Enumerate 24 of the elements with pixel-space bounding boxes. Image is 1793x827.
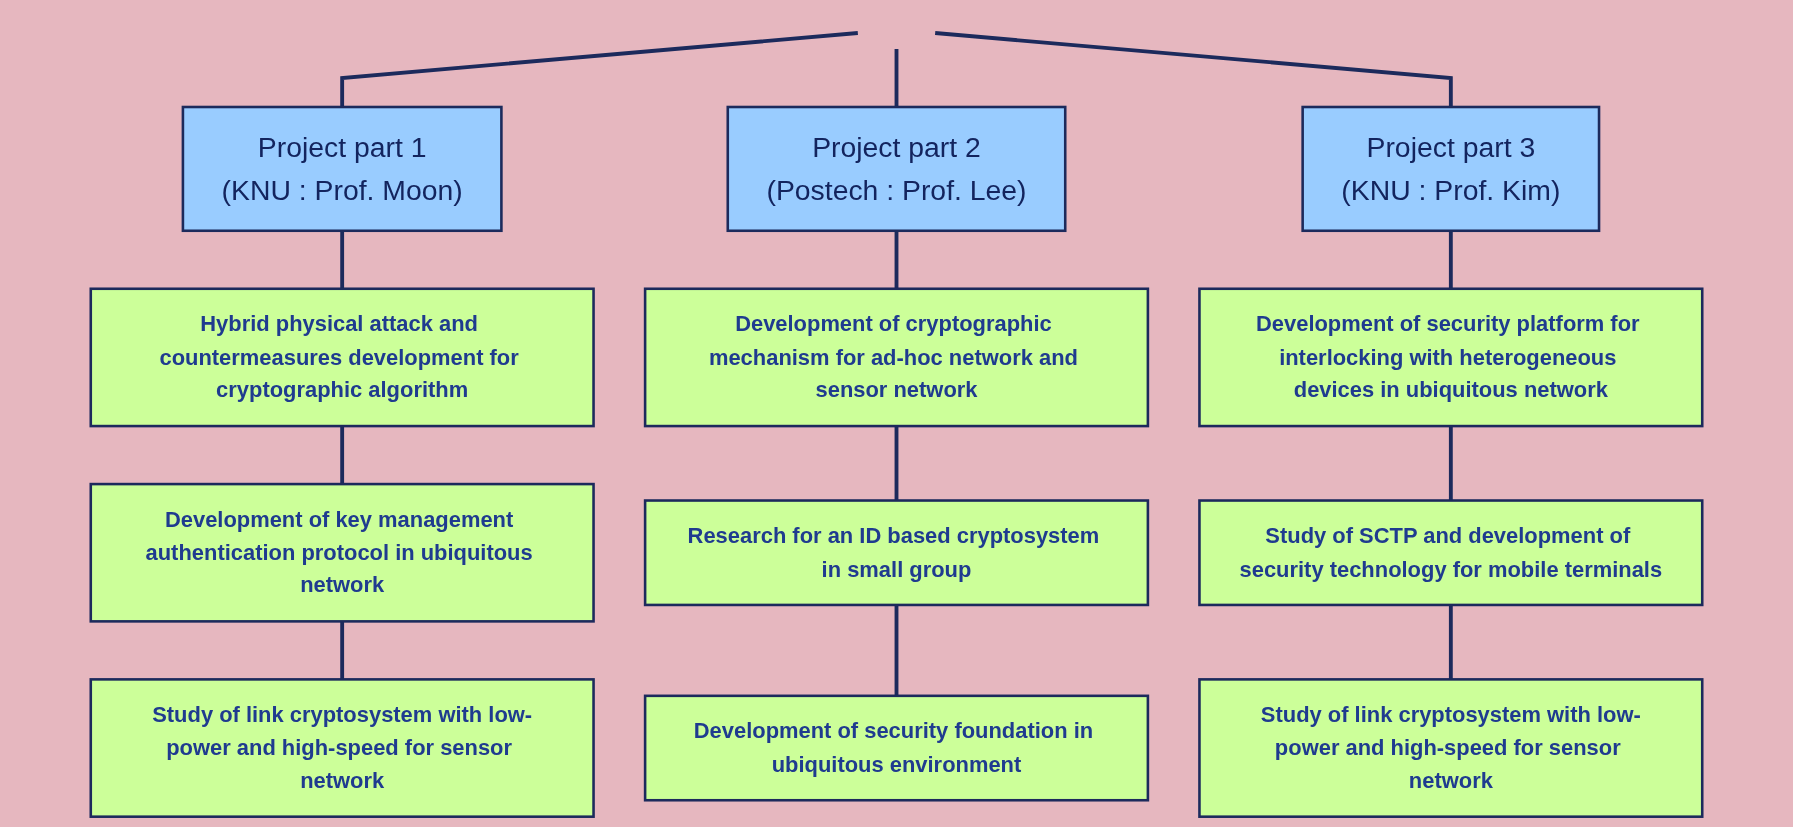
node-box: Study of link cryptosystem with low-power and high-speed for sensor network: [89, 678, 595, 818]
node-box: Development of key management authentication protocol in ubiquitous network: [89, 482, 595, 623]
connector: [894, 230, 899, 289]
node-box: Project part 3 (KNU : Prof. Kim): [1301, 105, 1601, 233]
connector: [340, 230, 345, 289]
connector: [894, 426, 899, 501]
connector: [894, 49, 899, 107]
connector: [1448, 426, 1453, 501]
connector: [340, 426, 345, 485]
connector: [1448, 604, 1453, 680]
connector: [340, 621, 345, 680]
node-box: Development of cryptographic mechanism for ad-hoc network and sensor network: [643, 287, 1150, 428]
connector: [894, 604, 899, 696]
node-box: Study of SCTP and development of security technology for mobile terminals: [1198, 499, 1704, 607]
node-box: Hybrid physical attack and countermeasures development for cryptographic algorithm: [89, 287, 595, 428]
node-box: Project part 2 (Postech : Prof. Lee): [726, 105, 1067, 233]
node-box: Study of link cryptosystem with low-power and high-speed for sensor network: [1198, 678, 1704, 818]
connector: [340, 31, 858, 107]
node-box: Project part 1 (KNU : Prof. Moon): [181, 105, 503, 233]
node-box: Development of security foundation in ubiquitous environment: [643, 694, 1150, 802]
node-box: Research for an ID based cryptosystem in small group: [643, 499, 1150, 607]
connector: [1448, 230, 1453, 289]
node-box: Development of security platform for interlocking with heterogeneous devices in ubiquitous network: [1198, 287, 1704, 428]
connector: [935, 31, 1453, 107]
